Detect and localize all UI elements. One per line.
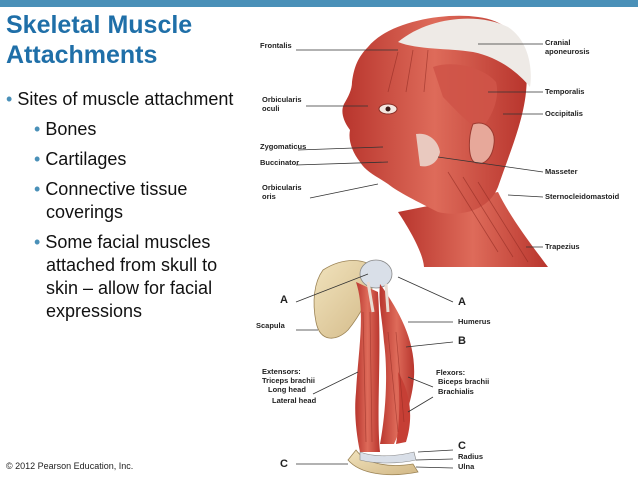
label-sternocleidomastoid: Sternocleidomastoid: [545, 192, 620, 201]
label-lateral-head: Lateral head: [272, 396, 317, 405]
bullet-main: • Sites of muscle attachment: [6, 88, 251, 111]
muscle-illustration: Frontalis Orbicularis oculi Zygomaticus …: [248, 12, 638, 479]
label-zygomaticus: Zygomaticus: [260, 142, 307, 151]
bullet-main-text: Sites of muscle attachment: [17, 89, 234, 109]
label-orbicularis-oculi-1: Orbicularis: [262, 95, 302, 104]
label-ulna: Ulna: [458, 462, 475, 471]
top-accent-bar: [0, 0, 638, 7]
label-cranial-2: aponeurosis: [545, 47, 590, 56]
bullet-dot-icon: •: [34, 119, 46, 139]
label-orbicularis-oris-1: Orbicularis: [262, 183, 302, 192]
bullet-list: • Sites of muscle attachment • Bones • C…: [6, 88, 251, 323]
label-long-head: Long head: [268, 385, 306, 394]
label-scapula: Scapula: [256, 321, 285, 330]
slide-title: Skeletal Muscle Attachments: [6, 10, 246, 70]
label-radius: Radius: [458, 452, 484, 461]
sub-bullet-text: Cartilages: [45, 149, 127, 169]
sub-bullet-text: Bones: [45, 119, 97, 139]
label-biceps: Biceps brachii: [438, 377, 490, 386]
label-a-left: A: [280, 294, 288, 306]
label-a-right: A: [458, 296, 466, 308]
arm-drawing: [295, 259, 454, 476]
label-flexors: Flexors:: [436, 368, 466, 377]
sub-bullet: • Some facial muscles attached from skul…: [34, 231, 246, 323]
label-orbicularis-oculi-2: oculi: [262, 104, 280, 113]
label-b: B: [458, 335, 466, 347]
sub-bullet-text: Connective tissue coverings: [45, 179, 188, 222]
anatomy-drawing: [295, 15, 548, 476]
sub-bullet-text: Some facial muscles attached from skull …: [45, 232, 218, 321]
sub-bullet: • Cartilages: [34, 148, 251, 171]
label-extensors: Extensors:: [262, 367, 301, 376]
label-frontalis: Frontalis: [260, 41, 292, 50]
label-occipitalis: Occipitalis: [545, 109, 583, 118]
label-masseter: Masseter: [545, 167, 578, 176]
label-temporalis: Temporalis: [545, 87, 585, 96]
label-trapezius: Trapezius: [545, 242, 580, 251]
label-c-left: C: [280, 458, 288, 470]
title-line-2: Attachments: [6, 41, 158, 69]
copyright: © 2012 Pearson Education, Inc.: [6, 461, 134, 471]
bullet-dot-icon: •: [34, 179, 46, 199]
head-drawing: [295, 15, 548, 267]
label-buccinator: Buccinator: [260, 158, 300, 167]
label-humerus: Humerus: [458, 317, 491, 326]
label-cranial-1: Cranial: [545, 38, 571, 47]
label-orbicularis-oris-2: oris: [262, 192, 276, 201]
sub-bullet: • Connective tissue coverings: [34, 178, 196, 224]
title-line-1: Skeletal Muscle: [6, 11, 193, 39]
bullet-dot-icon: •: [34, 232, 46, 252]
label-c-right: C: [458, 440, 466, 452]
sub-bullet: • Bones: [34, 118, 251, 141]
bullet-dot-icon: •: [6, 89, 18, 109]
bullet-dot-icon: •: [34, 149, 46, 169]
label-triceps: Triceps brachii: [262, 376, 315, 385]
label-brachialis: Brachialis: [438, 387, 474, 396]
